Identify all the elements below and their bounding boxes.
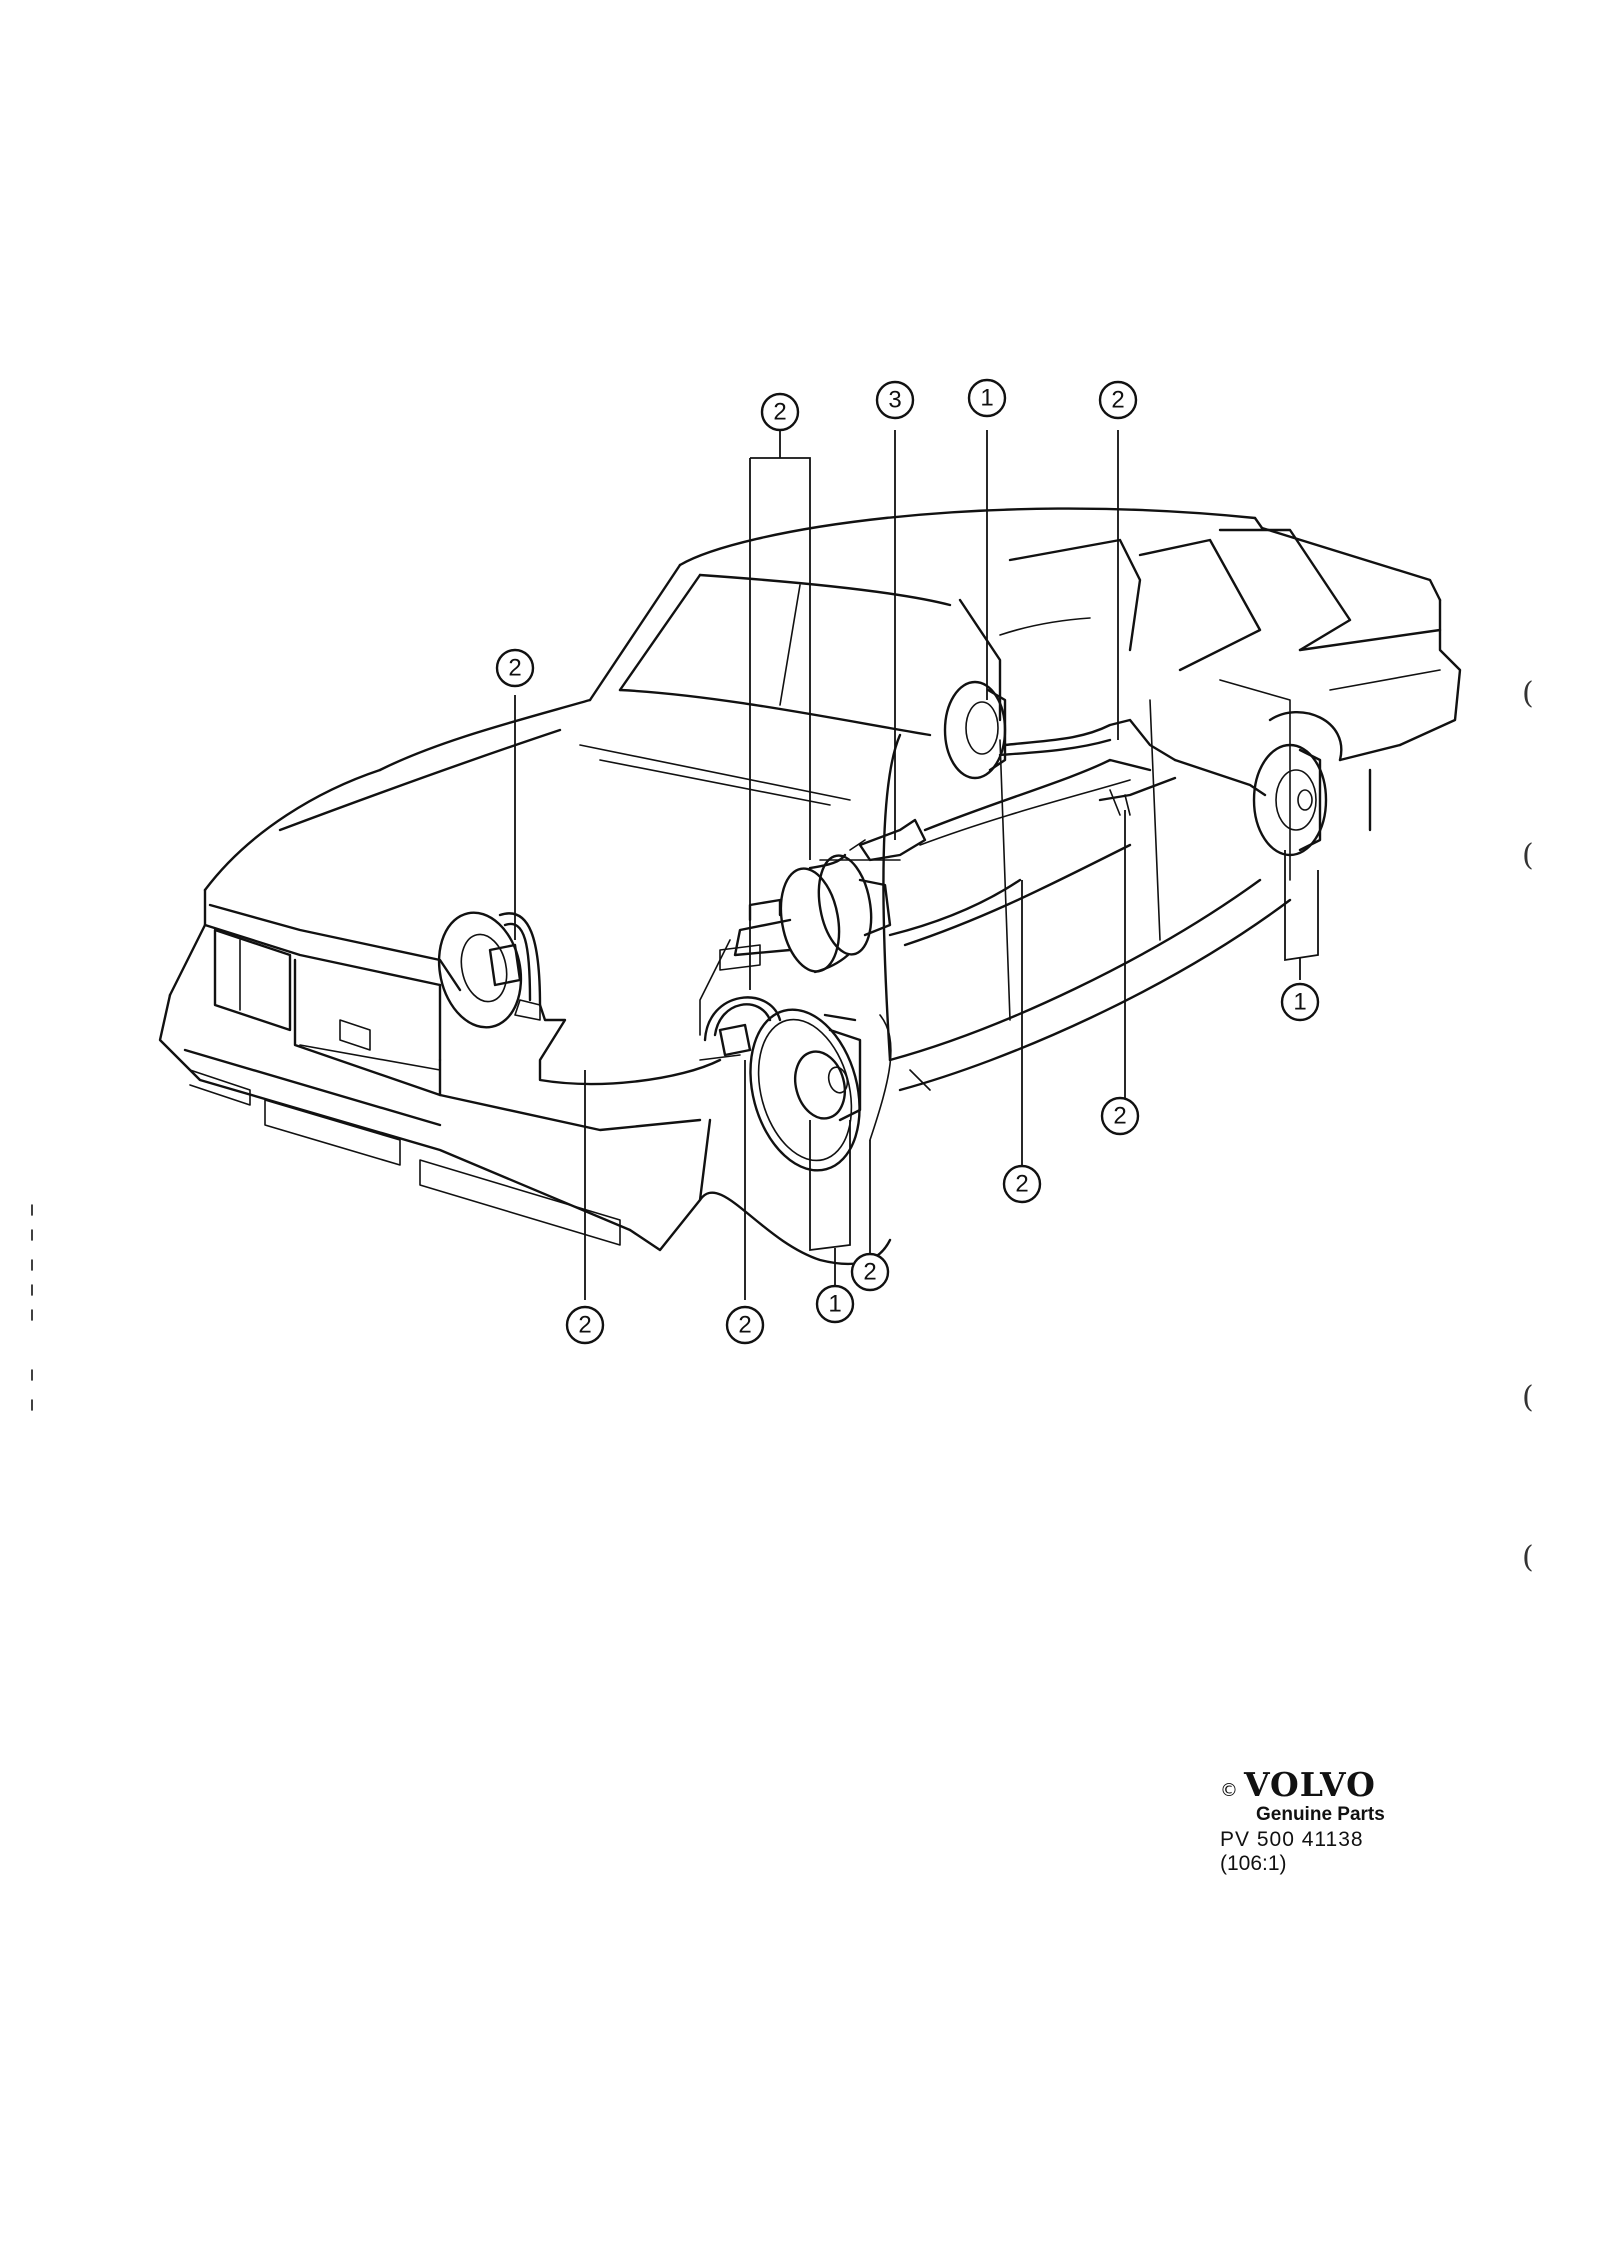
callout-label: 2: [578, 1312, 591, 1339]
rear-left-brake-disc: [943, 680, 1007, 780]
leader-lines: [514, 430, 1319, 1300]
callout: 2: [1002, 1164, 1042, 1204]
rear-right-brake-disc: [1252, 743, 1328, 857]
car-body-outline: [158, 507, 1462, 1266]
parts-footer: © VOLVO Genuine Parts PV 500 41138 (106:…: [1220, 1765, 1460, 1876]
callout: 2: [725, 1305, 765, 1345]
callout-label: 2: [508, 655, 521, 682]
margin-mark: (: [1522, 838, 1534, 873]
front-left-brake-disc: [437, 911, 542, 1029]
brake-lines: [538, 718, 1267, 1141]
callout-label: 2: [1111, 387, 1124, 414]
callout: 2: [495, 648, 535, 688]
reference-code: (106:1): [1220, 1852, 1287, 1875]
callout: 2: [1098, 380, 1138, 420]
callout-label: 1: [828, 1291, 841, 1318]
handbrake-lever: [849, 818, 927, 862]
callout: 1: [1280, 982, 1320, 1022]
brand-row: © VOLVO: [1220, 1765, 1460, 1804]
callout: 3: [875, 380, 915, 420]
margin-mark: (: [1522, 1380, 1534, 1415]
callout: 1: [967, 378, 1007, 418]
callout-label: 1: [980, 385, 993, 412]
callout-label: 2: [1113, 1103, 1126, 1130]
callout: 2: [1100, 1096, 1140, 1136]
part-number: PV 500 41138: [1220, 1828, 1364, 1851]
callout: 2: [850, 1252, 890, 1292]
callout-label: 1: [1293, 989, 1306, 1016]
callout: 2: [565, 1305, 605, 1345]
margin-mark: (: [1522, 676, 1534, 711]
copyright-symbol: ©: [1220, 1780, 1238, 1801]
margin-mark: (: [1522, 1540, 1534, 1575]
callout-label: 2: [773, 399, 786, 426]
front-right-splash-shield: [699, 996, 782, 1061]
callout-label: 3: [888, 387, 901, 414]
brand-logo: VOLVO: [1244, 1765, 1376, 1804]
genuine-parts-label: Genuine Parts: [1256, 1804, 1385, 1825]
callout-label: 2: [738, 1312, 751, 1339]
front-right-brake-disc: [749, 1008, 862, 1172]
callout: 1: [815, 1284, 855, 1324]
callout-label: 2: [1015, 1171, 1028, 1198]
brake-booster: [719, 853, 892, 974]
callout: 2: [760, 392, 800, 432]
callout-label: 2: [863, 1259, 876, 1286]
